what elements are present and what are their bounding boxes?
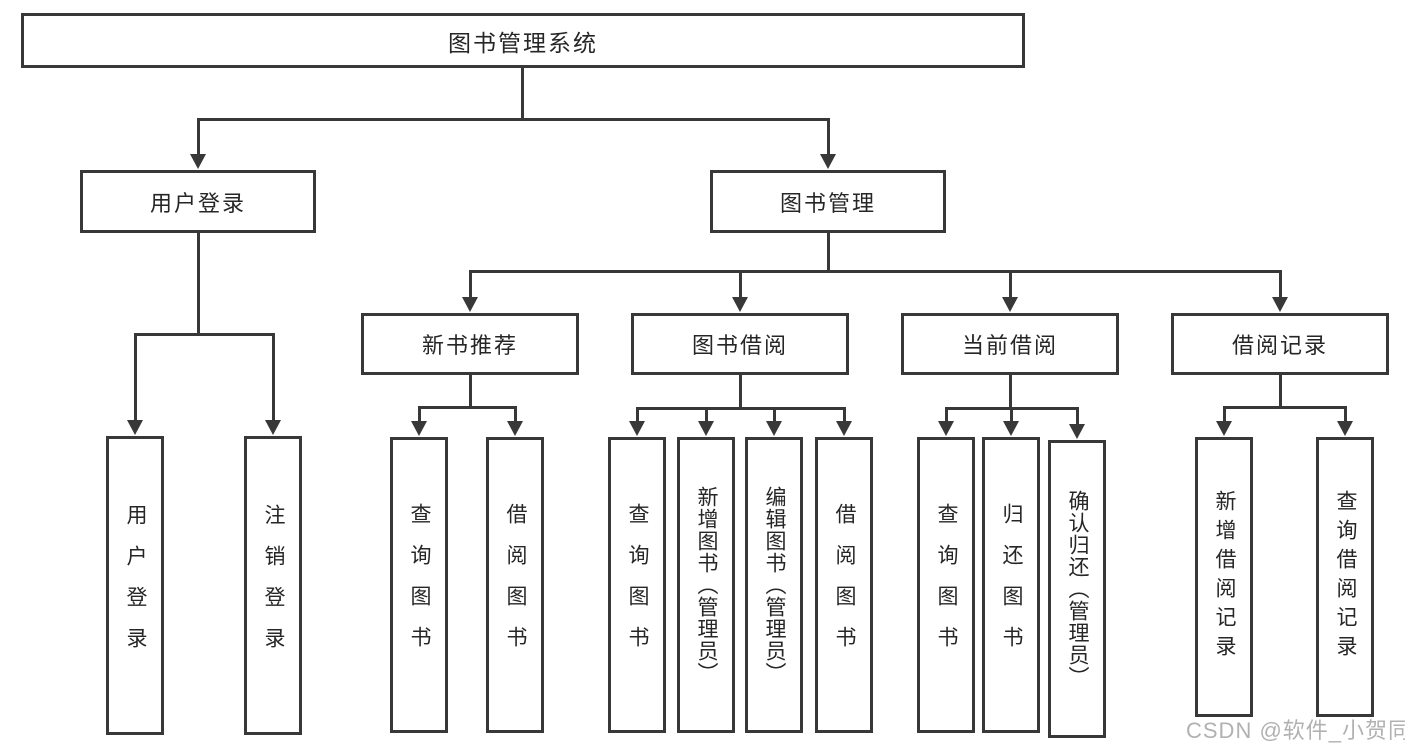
connector-line xyxy=(843,407,846,422)
arrowhead-icon xyxy=(507,421,523,436)
connector-line xyxy=(1009,375,1012,409)
arrowhead-icon xyxy=(698,421,714,436)
leaf-return-books: 归还图书 xyxy=(982,437,1040,733)
leaf-borrowing-borrow-books: 借阅图书 xyxy=(815,437,873,733)
node-new-book-recommend: 新书推荐 xyxy=(361,313,579,375)
arrowhead-icon xyxy=(820,154,836,169)
connector-line xyxy=(197,233,200,335)
arrowhead-icon xyxy=(1003,421,1019,436)
connector-line xyxy=(134,333,275,336)
node-borrow-records: 借阅记录 xyxy=(1171,313,1389,375)
leaf-confirm-return-admin: 确认归还（管理员） xyxy=(1048,440,1106,738)
connector-line xyxy=(636,407,846,410)
connector-line xyxy=(469,270,472,298)
connector-line xyxy=(1223,406,1347,409)
connector-line xyxy=(1279,270,1282,298)
connector-line xyxy=(418,406,421,422)
connector-line xyxy=(827,233,830,273)
arrowhead-icon xyxy=(265,420,281,435)
connector-line xyxy=(1010,407,1013,422)
leaf-current-query-books: 查询图书 xyxy=(917,437,975,733)
leaf-add-books-admin: 新增图书（管理员） xyxy=(677,437,735,733)
connector-line xyxy=(134,333,137,421)
connector-line xyxy=(705,407,708,422)
connector-line xyxy=(272,333,275,421)
leaf-borrowing-query-books: 查询图书 xyxy=(608,437,666,733)
node-book-borrowing: 图书借阅 xyxy=(631,313,849,375)
node-current-borrowing: 当前借阅 xyxy=(901,313,1119,375)
arrowhead-icon xyxy=(766,421,782,436)
csdn-watermark: CSDN @软件_小贺同学 xyxy=(1186,718,1405,743)
connector-line xyxy=(773,407,776,422)
leaf-edit-books-admin: 编辑图书（管理员） xyxy=(745,437,803,733)
connector-line xyxy=(469,270,1282,273)
arrowhead-icon xyxy=(1272,297,1288,312)
arrowhead-icon xyxy=(462,297,478,312)
connector-line xyxy=(197,118,200,156)
connector-line xyxy=(1076,407,1079,425)
arrowhead-icon xyxy=(1337,421,1353,436)
leaf-recommend-query-books: 查询图书 xyxy=(390,437,448,733)
node-book-management: 图书管理 xyxy=(710,170,946,233)
connector-line xyxy=(827,118,830,156)
arrowhead-icon xyxy=(127,420,143,435)
arrowhead-icon xyxy=(732,297,748,312)
arrowhead-icon xyxy=(836,421,852,436)
connector-line xyxy=(514,406,517,422)
connector-line xyxy=(1279,375,1282,408)
arrowhead-icon xyxy=(938,421,954,436)
arrowhead-icon xyxy=(629,421,645,436)
arrowhead-icon xyxy=(190,154,206,169)
connector-line xyxy=(739,270,742,298)
connector-line xyxy=(1009,270,1012,298)
leaf-recommend-borrow-books: 借阅图书 xyxy=(486,437,544,733)
arrowhead-icon xyxy=(1002,297,1018,312)
leaf-add-borrow-record: 新增借阅记录 xyxy=(1195,437,1253,717)
leaf-user-login: 用户登录 xyxy=(106,436,164,735)
arrowhead-icon xyxy=(1216,421,1232,436)
leaf-query-borrow-record: 查询借阅记录 xyxy=(1316,437,1374,717)
connector-line xyxy=(418,406,517,409)
connector-line xyxy=(469,375,472,408)
connector-line xyxy=(636,407,639,422)
leaf-logout: 注销登录 xyxy=(244,436,302,735)
connector-line xyxy=(197,118,830,121)
connector-line xyxy=(945,407,948,422)
connector-line xyxy=(521,68,524,120)
node-user-login: 用户登录 xyxy=(80,170,316,233)
connector-line xyxy=(1223,406,1226,422)
arrowhead-icon xyxy=(411,421,427,436)
node-root-system: 图书管理系统 xyxy=(21,13,1025,68)
connector-line xyxy=(739,375,742,409)
arrowhead-icon xyxy=(1069,424,1085,439)
connector-line xyxy=(1344,406,1347,422)
